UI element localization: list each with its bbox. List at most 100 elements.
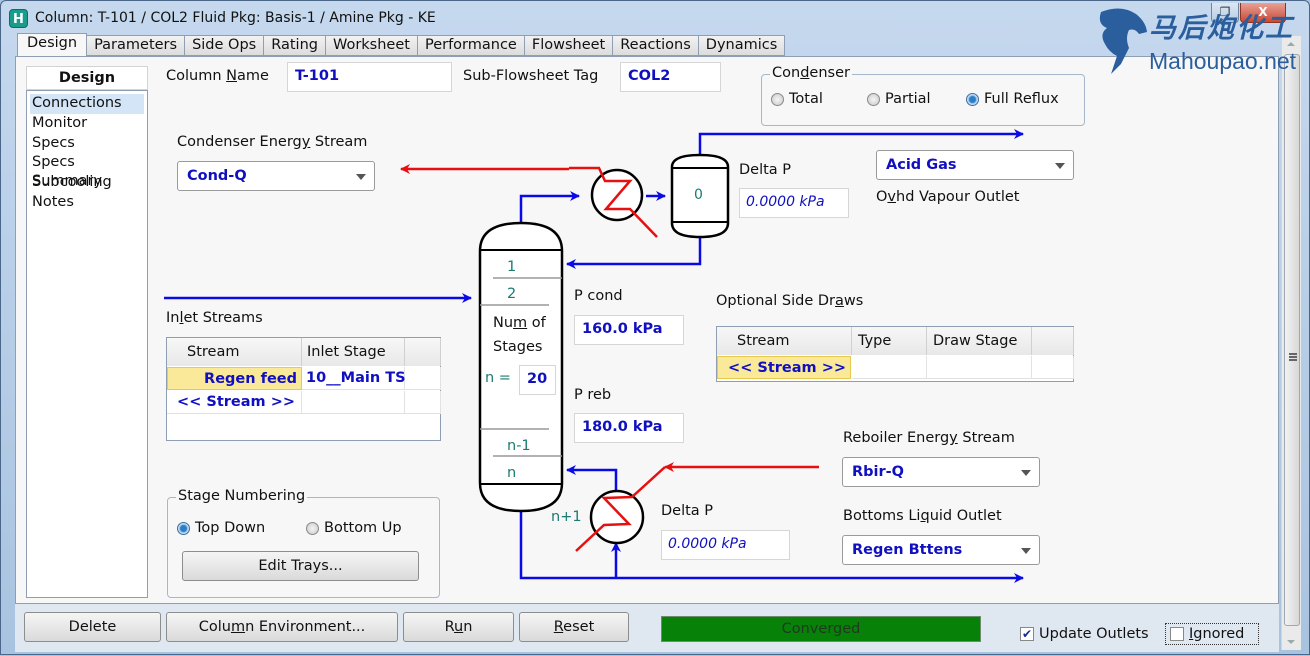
condenser-partial-radio[interactable]: Partial (867, 91, 931, 107)
grip-icon (1289, 353, 1297, 361)
radio-label: Total (789, 91, 823, 107)
column-header-empty (1032, 327, 1074, 355)
edit-trays-button[interactable]: Edit Trays... (182, 551, 419, 581)
sidebar-item-monitor[interactable]: Monitor (32, 114, 88, 131)
radio-icon (306, 521, 319, 535)
reboiler-exchanger (589, 489, 645, 545)
tab-design[interactable]: Design (17, 33, 88, 56)
reboiler-energy-select[interactable]: Rbir-Q (842, 457, 1040, 487)
bottom-up-radio[interactable]: Bottom Up (306, 520, 402, 536)
p-cond-input[interactable]: 160.0 kPa (574, 315, 684, 345)
update-outlets-checkbox[interactable]: ✔ Update Outlets (1020, 626, 1149, 642)
ovhd-vapour-select[interactable]: Acid Gas (876, 150, 1074, 180)
side-draws-table: Stream Type Draw Stage << Stream >> (716, 326, 1074, 382)
num-stages-label: Num of (493, 315, 546, 331)
reboiler-energy-label: Reboiler Energy Stream (843, 430, 1015, 446)
sidebar-item-subcooling[interactable]: Subcooling (32, 174, 112, 191)
bottoms-stream (519, 511, 1024, 583)
scrollbar-thumb[interactable] (1284, 54, 1300, 626)
reset-button[interactable]: Reset (519, 612, 629, 642)
reboiler-delta-p-label: Delta P (661, 503, 714, 519)
sidebar-item-specs[interactable]: Specs (32, 134, 75, 151)
selected-value: Acid Gas (886, 157, 957, 173)
column-header-type: Type (852, 327, 927, 355)
selected-value: Cond-Q (187, 168, 247, 184)
column-name-input[interactable]: T-101 (287, 62, 452, 92)
radio-label: Partial (885, 91, 931, 107)
sidebar-list: Connections Monitor Specs Specs Summary … (26, 90, 148, 598)
chevron-down-icon (1055, 163, 1065, 169)
bottoms-outlet-label: Bottoms Liquid Outlet (843, 508, 1002, 524)
chevron-down-icon (1021, 470, 1031, 476)
subflowsheet-tag-input[interactable]: COL2 (620, 62, 721, 92)
tab-worksheet[interactable]: Worksheet (325, 35, 418, 56)
ovhd-vapour-label: Ovhd Vapour Outlet (876, 189, 1020, 205)
top-down-radio[interactable]: Top Down (177, 520, 265, 536)
radio-selected-icon (966, 92, 979, 106)
inlet-streams-table: Stream Inlet Stage Regen feed 10__Main T… (166, 337, 441, 441)
radio-label: Bottom Up (324, 520, 402, 536)
title-bar: H Column: T-101 / COL2 Fluid Pkg: Basis-… (1, 1, 1309, 35)
stage-numbering-legend: Stage Numbering (176, 488, 308, 504)
side-draws-label: Optional Side Draws (716, 293, 864, 309)
sidebar-item-notes[interactable]: Notes (32, 193, 74, 210)
tab-flowsheet[interactable]: Flowsheet (524, 35, 614, 56)
scroll-down-icon[interactable] (1287, 640, 1295, 644)
condenser-delta-p-label: Delta P (739, 162, 792, 178)
condenser-total-radio[interactable]: Total (771, 91, 823, 107)
tab-bar: Design Parameters Side Ops Rating Worksh… (17, 33, 786, 57)
add-inlet-stream-cell[interactable]: << Stream >> (167, 391, 302, 414)
checkbox-label: Update Outlets (1039, 626, 1149, 642)
tab-performance[interactable]: Performance (417, 35, 525, 56)
p-cond-label: P cond (574, 288, 623, 304)
num-stages-input[interactable]: 20 (519, 365, 556, 395)
sidebar-item-specs-summary[interactable]: Specs Summary (32, 154, 103, 190)
ignored-checkbox[interactable]: Ignored (1165, 623, 1260, 645)
checkbox-label: Ignored (1189, 626, 1245, 642)
reflux-stream (566, 237, 702, 269)
selected-value: Rbir-Q (852, 464, 905, 480)
radio-label: Full Reflux (984, 91, 1059, 107)
column-header-inlet-stage: Inlet Stage (302, 338, 405, 366)
tab-dynamics[interactable]: Dynamics (698, 35, 786, 56)
delete-button[interactable]: Delete (24, 612, 161, 642)
radio-icon (771, 92, 784, 106)
condenser-energy-label: Condenser Energy Stream (177, 134, 368, 150)
condenser-delta-p-input[interactable]: 0.0000 kPa (739, 188, 849, 218)
checkbox-checked-icon: ✔ (1020, 627, 1034, 641)
close-button[interactable]: X (1240, 3, 1286, 23)
inlet-stage-cell[interactable] (302, 391, 405, 414)
stage-label-n: n (507, 465, 517, 481)
inlet-stage-cell[interactable]: 10__Main TS (302, 367, 406, 390)
tab-rating[interactable]: Rating (264, 35, 326, 56)
reboiler-delta-p-input[interactable]: 0.0000 kPa (661, 530, 790, 560)
radio-label: Top Down (195, 520, 266, 536)
condenser-full-reflux-radio[interactable]: Full Reflux (966, 91, 1059, 107)
condenser-stage-label: 0 (694, 187, 703, 203)
inlet-stream-cell[interactable]: Regen feed (167, 367, 302, 390)
run-button[interactable]: Run (403, 612, 514, 642)
sidebar-item-connections[interactable]: Connections (30, 94, 144, 114)
side-draw-stage-cell[interactable] (927, 356, 1032, 379)
column-overhead-stream (519, 191, 580, 223)
chevron-down-icon (356, 174, 366, 180)
stage-label-1: 1 (507, 259, 517, 275)
column-environment-button[interactable]: Column Environment... (166, 612, 398, 642)
condenser-group-legend: Condenser (770, 65, 852, 81)
restore-button[interactable]: ❐ (1211, 3, 1239, 23)
scroll-up-icon[interactable] (1287, 42, 1295, 46)
tab-side-ops[interactable]: Side Ops (185, 35, 265, 56)
p-reb-input[interactable]: 180.0 kPa (574, 413, 684, 443)
stage-numbering-group: Stage Numbering (167, 488, 440, 598)
column-name-label: Column Name (166, 68, 269, 84)
stage-label-2: 2 (507, 286, 517, 302)
bottoms-outlet-select[interactable]: Regen Bttens (842, 535, 1040, 565)
tab-parameters[interactable]: Parameters (87, 35, 186, 56)
condenser-energy-select[interactable]: Cond-Q (177, 161, 375, 191)
tab-reactions[interactable]: Reactions (613, 35, 699, 56)
empty-cell (405, 367, 441, 390)
vertical-scrollbar[interactable] (1281, 36, 1301, 650)
side-draw-type-cell[interactable] (852, 356, 927, 379)
column-header-stream: Stream (717, 327, 852, 355)
add-side-draw-cell[interactable]: << Stream >> (717, 356, 851, 379)
